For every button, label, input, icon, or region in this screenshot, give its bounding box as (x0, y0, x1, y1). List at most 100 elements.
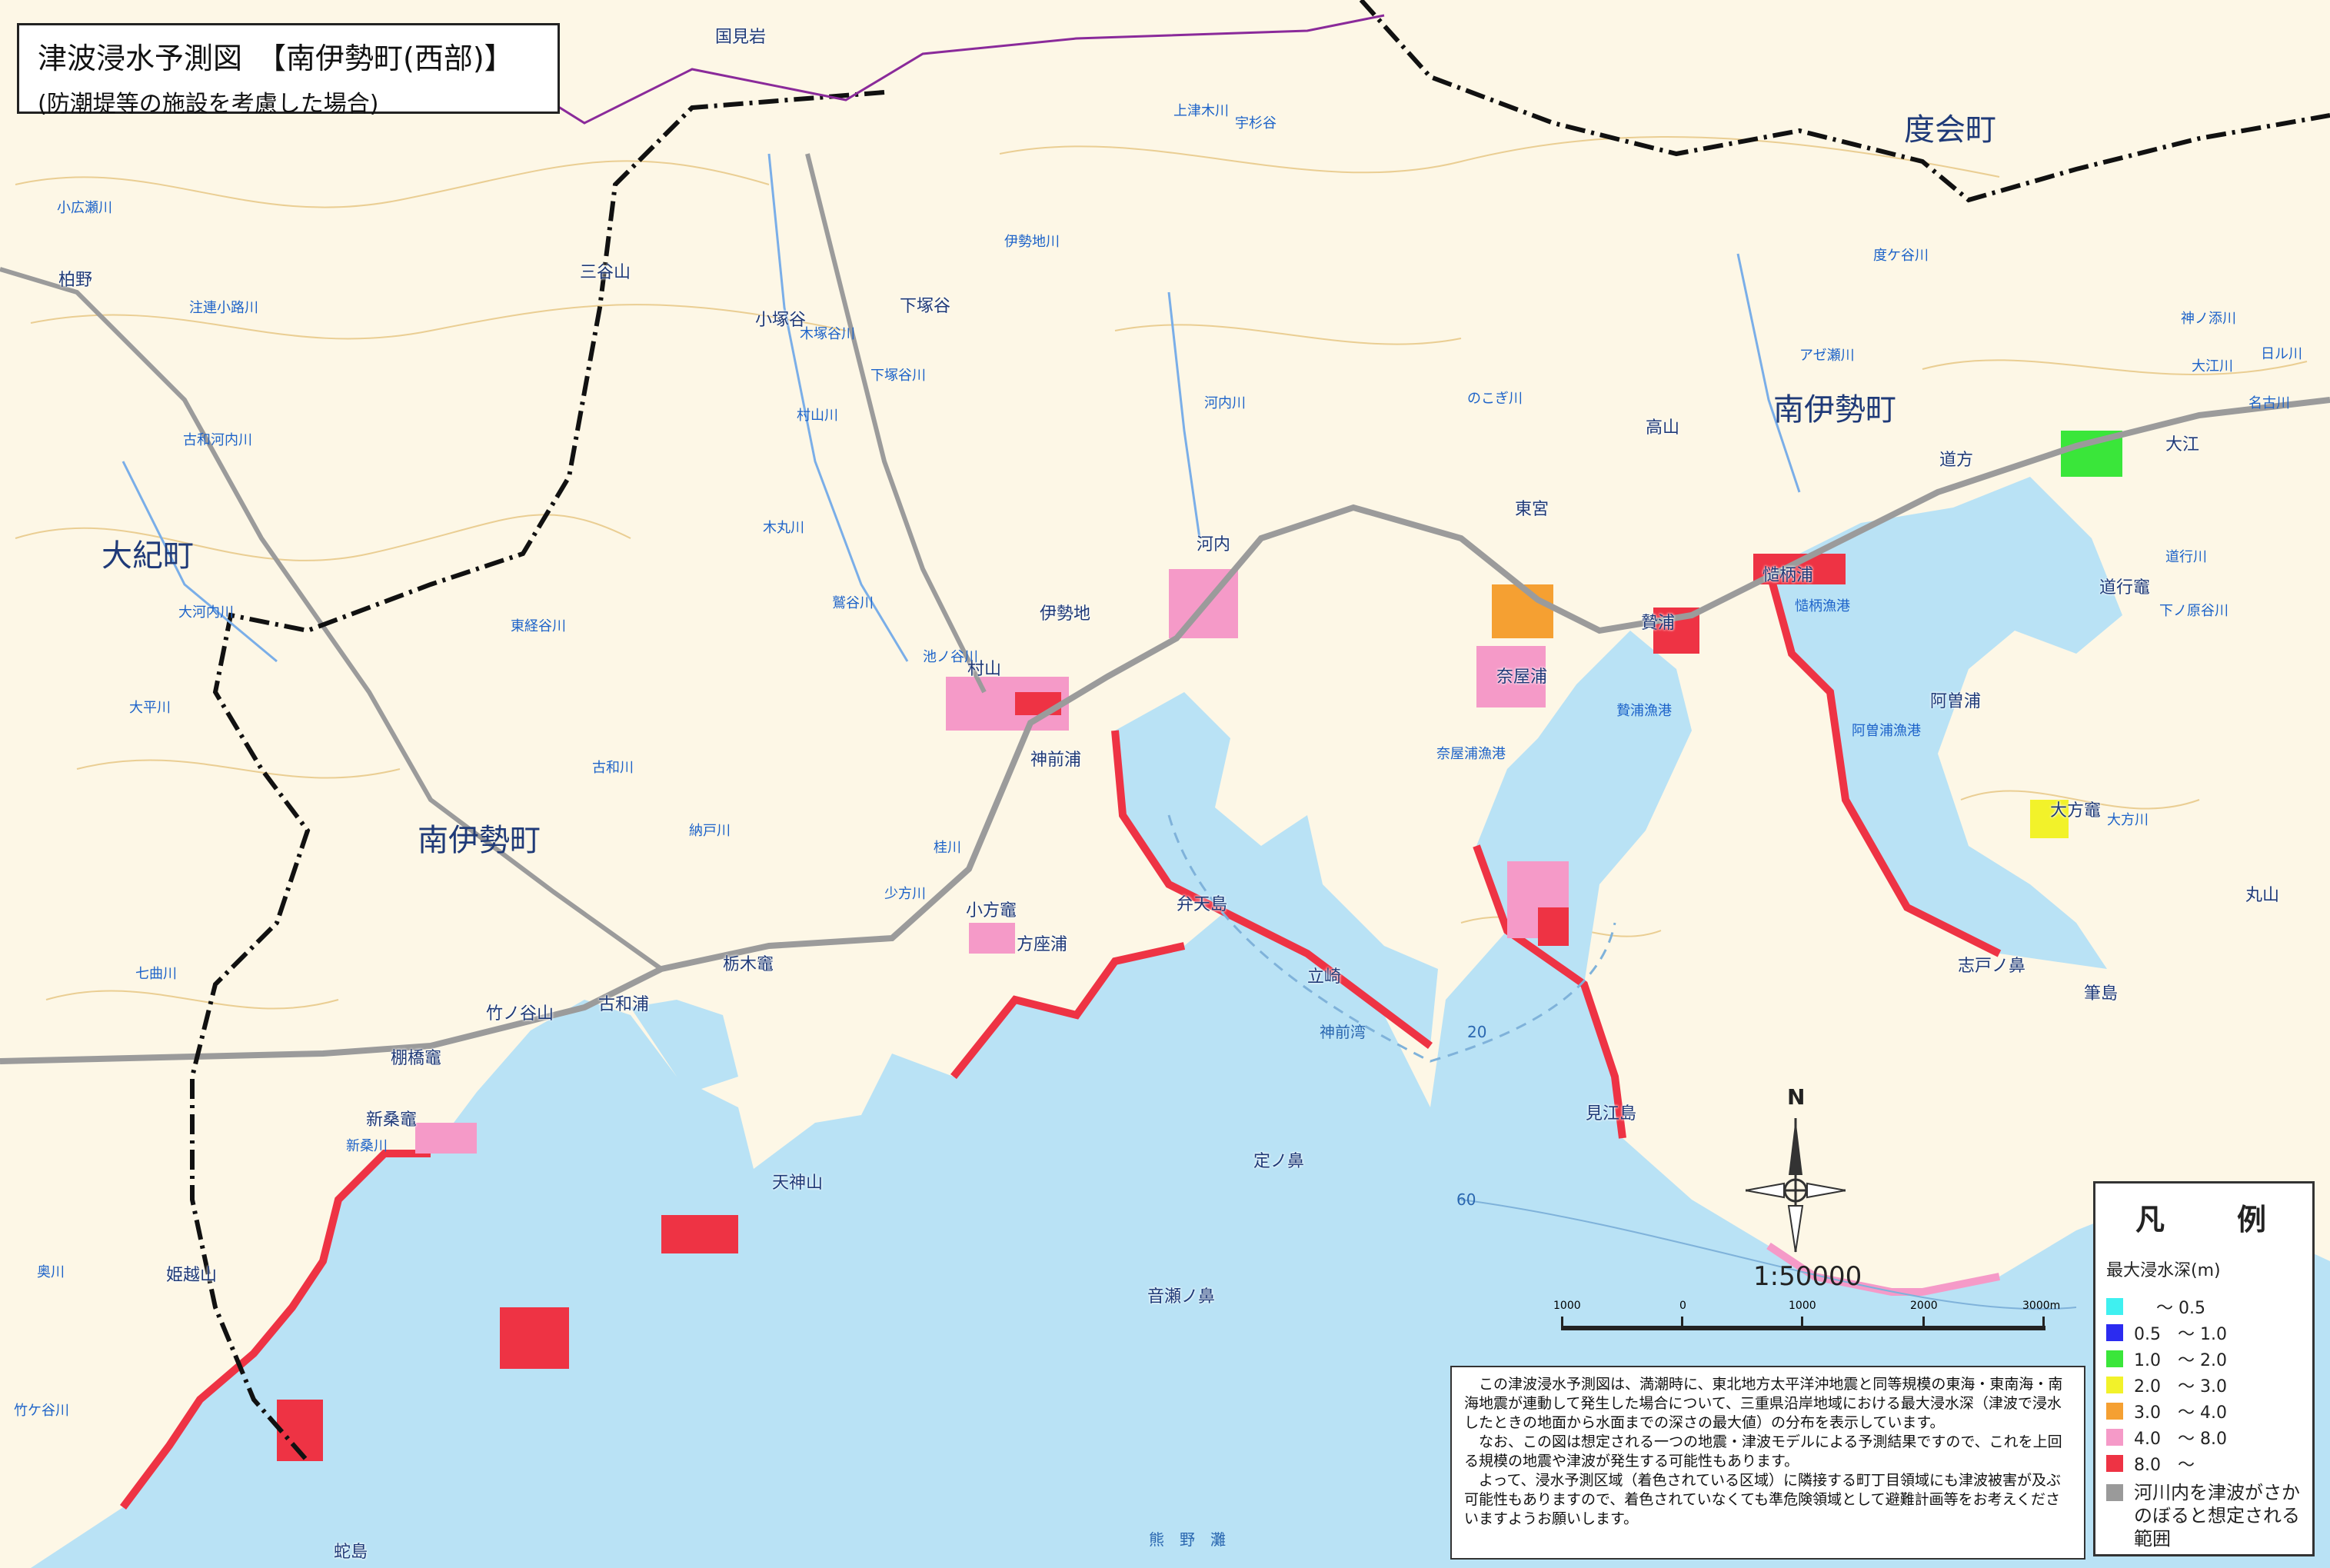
bay-aso (1769, 477, 2122, 969)
river-label: 河内川 (1204, 395, 1246, 411)
port-label: 奈屋浦漁港 (1436, 746, 1506, 762)
place-label: 柏野 (58, 271, 93, 290)
legend-label: 0.5 〜 1.0 (2134, 1325, 2227, 1344)
river-label: 度ケ谷川 (1873, 248, 1929, 264)
legend-swatch (2106, 1324, 2123, 1341)
place-label: 道行竈 (2099, 578, 2151, 598)
place-label: 小方竈 (966, 901, 1017, 920)
notes-paragraph: なお、この図は想定される一つの地震・津波モデルによる予測結果ですので、これを上回… (1464, 1433, 2062, 1470)
river-label: 七曲川 (135, 966, 177, 982)
contour-lines (15, 136, 2308, 1010)
notes-paragraph: よって、浸水予測区域（着色されている区域）に隣接する町丁目領域にも津波被害が及ぶ… (1464, 1472, 2061, 1527)
place-label: 栃木竈 (723, 955, 774, 974)
river-label: 大江川 (2192, 358, 2233, 375)
place-label: 三谷山 (580, 263, 631, 282)
place-label: 丸山 (2245, 886, 2280, 905)
river-label: 新桑川 (346, 1138, 388, 1154)
legend-label: 3.0 〜 4.0 (2134, 1403, 2227, 1423)
legend-title: 凡 例 (2135, 1203, 2288, 1237)
legend-swatch (2106, 1429, 2123, 1446)
river-label: 東経谷川 (511, 618, 566, 634)
contour-label: 20 (1467, 1023, 1487, 1041)
river-label: 大方川 (2107, 812, 2149, 828)
river-label: 名古川 (2248, 395, 2290, 411)
place-label: 定ノ鼻 (1253, 1152, 1305, 1171)
place-label: 村山 (967, 660, 1002, 679)
town-label-minamiise-east: 南伊勢町 (1773, 392, 1896, 428)
offshore-contour (1167, 814, 1616, 1063)
place-label: 阿曽浦 (1930, 692, 1982, 711)
sea-label: 神前湾 (1320, 1023, 1366, 1041)
bay-kanzaki (1115, 692, 1438, 1046)
sea-label: 熊 野 灘 (1149, 1530, 1226, 1549)
river-label: 上津木川 (1173, 103, 1229, 119)
port-label: 阿曽浦漁港 (1852, 723, 1921, 739)
place-label: 立崎 (1307, 967, 1342, 987)
place-label: 奈屋浦 (1496, 667, 1548, 687)
place-label: 方座浦 (1017, 935, 1068, 954)
legend-subtitle: 最大浸水深(m) (2106, 1261, 2221, 1280)
river-label: 木丸川 (763, 520, 804, 536)
main-road (0, 397, 2330, 1064)
port-label: 慥柄漁港 (1795, 598, 1850, 614)
legend-item-river: 河川内を津波がさかのぼると想定される範囲 (2106, 1481, 2302, 1550)
place-label: 東宮 (1515, 500, 1549, 519)
legend-label: 2.0 〜 3.0 (2134, 1377, 2227, 1397)
port-label: 贄浦漁港 (1616, 703, 1672, 719)
map-subtitle: (防潮堤等の施設を考慮した場合) (38, 91, 379, 118)
route-west (0, 267, 663, 971)
river-label: 古和川 (592, 760, 634, 776)
river-label: 下ノ原谷川 (2159, 603, 2228, 619)
place-label: 下塚谷 (900, 297, 951, 316)
notes-box: この津波浸水予測図は、満潮時に、東北地方太平洋沖地震と同等規模の東海・東南海・南… (1450, 1366, 2085, 1560)
place-label: 見江島 (1586, 1104, 1637, 1124)
legend-swatch (2106, 1350, 2123, 1367)
legend-item: 〜 0.5 (2106, 1293, 2302, 1320)
legend-swatch (2106, 1455, 2123, 1472)
legend-label: 河川内を津波がさかのぼると想定される範囲 (2134, 1482, 2300, 1550)
bay-gowa (631, 1000, 738, 1092)
river-label: 神ノ添川 (2181, 311, 2236, 327)
river-label: 村山川 (797, 408, 838, 424)
river-label: 下塚谷川 (870, 368, 926, 384)
place-label: 姫越山 (166, 1266, 218, 1285)
north-arrow-icon (1746, 1118, 1846, 1253)
place-label: 竹ノ谷山 (486, 1004, 554, 1024)
river-label: 木塚谷川 (800, 326, 855, 342)
place-label: 道方 (1939, 451, 1974, 470)
river-label: 古和河内川 (183, 432, 252, 448)
legend-item: 4.0 〜 8.0 (2106, 1424, 2302, 1450)
town-label-minamiise-west: 南伊勢町 (418, 823, 541, 858)
place-label: 河内 (1197, 535, 1231, 554)
map-title: 津波浸水予測図 【南伊勢町(西部)】 (38, 42, 514, 75)
place-label: 音瀬ノ鼻 (1147, 1287, 1216, 1307)
place-label: 筆島 (2084, 984, 2119, 1004)
river-label: 奥川 (37, 1264, 65, 1280)
river-label: 池ノ谷川 (923, 649, 978, 665)
place-label: 小塚谷 (755, 311, 807, 330)
legend-swatch (2106, 1298, 2123, 1315)
notes-paragraph: この津波浸水予測図は、満潮時に、東北地方太平洋沖地震と同等規模の東海・東南海・南… (1464, 1376, 2063, 1431)
place-label: 古和浦 (598, 995, 650, 1014)
place-label: 神前浦 (1030, 751, 1082, 770)
legend-item: 2.0 〜 3.0 (2106, 1372, 2302, 1398)
river-label: 注連小路川 (189, 300, 258, 316)
place-label: 棚橋竈 (391, 1049, 442, 1068)
offshore-curve (1460, 1199, 2077, 1310)
legend-item: 0.5 〜 1.0 (2106, 1320, 2302, 1346)
legend-item: 3.0 〜 4.0 (2106, 1398, 2302, 1424)
scale-tick: 2000 (1910, 1300, 1938, 1312)
scale-tick: 3000m (2022, 1300, 2061, 1312)
river-label: 大河内川 (178, 604, 234, 621)
place-label: 慥柄浦 (1762, 566, 1814, 585)
place-label: 高山 (1646, 418, 1680, 438)
route-north (805, 153, 987, 694)
town-label-ki: 大紀町 (102, 538, 194, 574)
place-label: 大方竈 (2050, 801, 2102, 821)
river-label: アゼ瀬川 (1799, 348, 1855, 364)
river-label: 鷲谷川 (832, 595, 874, 611)
north-label: N (1787, 1084, 1806, 1110)
river-label: のこぎ川 (1467, 391, 1523, 407)
legend-label: 〜 0.5 (2134, 1299, 2205, 1318)
